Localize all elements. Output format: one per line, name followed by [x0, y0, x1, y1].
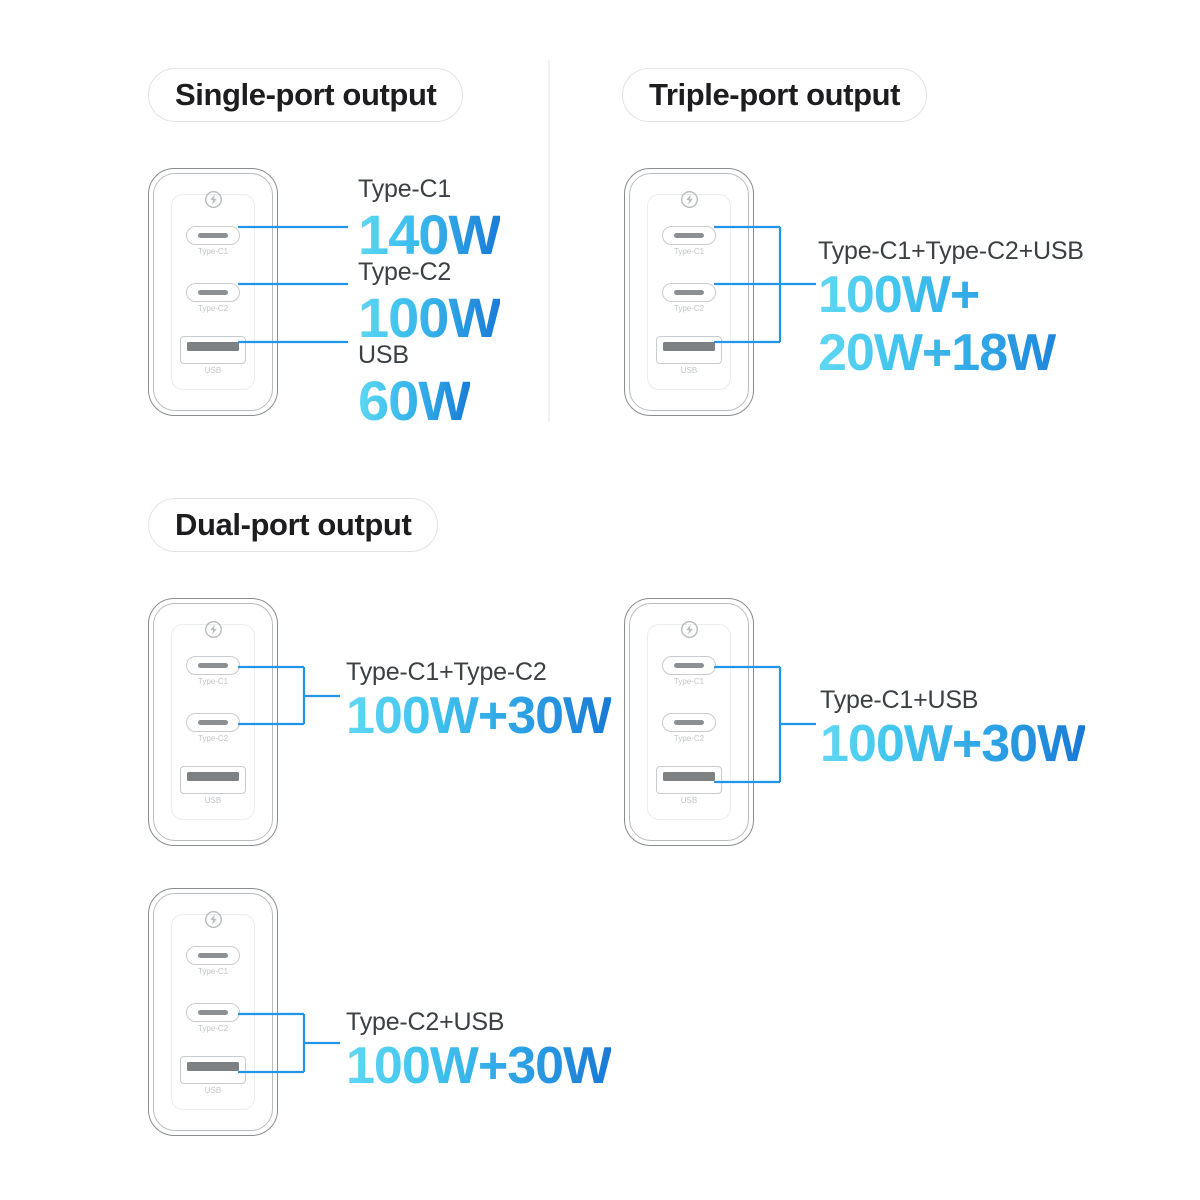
port-label-type-c1: Type-C1 [197, 247, 229, 256]
power-bolt-icon [204, 620, 223, 639]
callout-caption: Type-C1 [358, 175, 452, 203]
port-label-usb: USB [680, 796, 698, 805]
section-divider [548, 60, 550, 422]
charger-device-dual-c1-usb: Type-C1 Type-C2 USB [624, 598, 754, 846]
charger-device-dual-c2-usb: Type-C1 Type-C2 USB [148, 888, 278, 1136]
callout-dual-c1-c2: Type-C1+Type-C2 100W+30W [346, 658, 612, 745]
charger-shell-inner [153, 893, 273, 1131]
charger-faceplate [171, 194, 255, 390]
port-label-type-c1: Type-C1 [673, 247, 705, 256]
port-type-c2 [186, 713, 240, 732]
charger-shell-inner [153, 173, 273, 411]
port-label-usb: USB [204, 1086, 222, 1095]
port-type-c2 [186, 1003, 240, 1022]
callout-caption: Type-C1+USB [820, 686, 979, 714]
port-usb-a [180, 1056, 246, 1084]
port-label-usb: USB [204, 366, 222, 375]
callout-single-type-c1: Type-C1 140W [358, 175, 501, 266]
power-bolt-icon [680, 620, 699, 639]
callout-caption: Type-C2 [358, 258, 452, 286]
port-type-c1 [662, 656, 716, 675]
charger-device-single-port: Type-C1 Type-C2 USB [148, 168, 278, 416]
port-usb-a [180, 336, 246, 364]
port-type-c1 [186, 226, 240, 245]
port-type-c1 [186, 656, 240, 675]
callout-watt-value: 100W+30W [346, 686, 612, 745]
section-title-triple-port: Triple-port output [622, 68, 928, 122]
callout-watt-value-line2: 20W+18W [818, 324, 1084, 382]
callout-watt-value: 100W [358, 285, 501, 349]
port-label-type-c2: Type-C2 [197, 1024, 229, 1033]
charger-device-triple-port: Type-C1 Type-C2 USB [624, 168, 754, 416]
power-bolt-icon [204, 910, 223, 929]
port-type-c2 [662, 283, 716, 302]
connector-lines-single-port [238, 225, 348, 344]
port-label-type-c1: Type-C1 [197, 677, 229, 686]
charger-device-dual-c1-c2: Type-C1 Type-C2 USB [148, 598, 278, 846]
port-type-c2 [662, 713, 716, 732]
connector-bracket-dual-c1-c2 [238, 665, 340, 726]
port-usb-a [656, 336, 722, 364]
port-type-c1 [186, 946, 240, 965]
callout-dual-c2-usb: Type-C2+USB 100W+30W [346, 1008, 612, 1095]
callout-triple-port: Type-C1+Type-C2+USB 100W+ 20W+18W [818, 237, 1084, 382]
section-title-label: Dual-port output [175, 507, 412, 542]
charger-faceplate [647, 624, 731, 820]
callout-watt-value: 100W+30W [346, 1036, 612, 1095]
port-label-type-c1: Type-C1 [673, 677, 705, 686]
port-label-usb: USB [204, 796, 222, 805]
section-title-single-port: Single-port output [148, 68, 464, 122]
callout-caption: Type-C2+USB [346, 1008, 505, 1036]
callout-watt-value-line1: 100W+ [818, 266, 1084, 324]
callout-caption: USB [358, 341, 409, 369]
callout-single-type-c2: Type-C2 100W [358, 258, 501, 349]
section-title-label: Single-port output [175, 77, 437, 112]
port-usb-a [180, 766, 246, 794]
port-label-type-c2: Type-C2 [197, 304, 229, 313]
section-title-dual-port: Dual-port output [148, 498, 439, 552]
section-title-label: Triple-port output [649, 77, 901, 112]
charger-shell-inner [629, 173, 749, 411]
port-type-c1 [662, 226, 716, 245]
port-type-c2 [186, 283, 240, 302]
port-label-type-c2: Type-C2 [673, 304, 705, 313]
callout-caption: Type-C1+Type-C2+USB [818, 237, 1084, 265]
port-label-type-c2: Type-C2 [673, 734, 705, 743]
charger-faceplate [171, 914, 255, 1110]
charger-faceplate [171, 624, 255, 820]
charger-shell-inner [153, 603, 273, 841]
callout-watt-value: 140W [358, 202, 501, 266]
port-label-type-c1: Type-C1 [197, 967, 229, 976]
port-label-usb: USB [680, 366, 698, 375]
port-usb-a [656, 766, 722, 794]
power-bolt-icon [680, 190, 699, 209]
callout-watt-value: 60W [358, 368, 471, 432]
callout-dual-c1-usb: Type-C1+USB 100W+30W [820, 686, 1086, 773]
connector-bracket-triple-port [714, 225, 816, 344]
port-label-type-c2: Type-C2 [197, 734, 229, 743]
callout-watt-value: 100W+30W [820, 714, 1086, 773]
callout-caption: Type-C1+Type-C2 [346, 658, 547, 686]
connector-bracket-dual-c2-usb [238, 1012, 340, 1074]
power-bolt-icon [204, 190, 223, 209]
callout-single-usb: USB 60W [358, 341, 471, 432]
charger-shell-inner [629, 603, 749, 841]
charger-faceplate [647, 194, 731, 390]
connector-bracket-dual-c1-usb [714, 665, 816, 784]
